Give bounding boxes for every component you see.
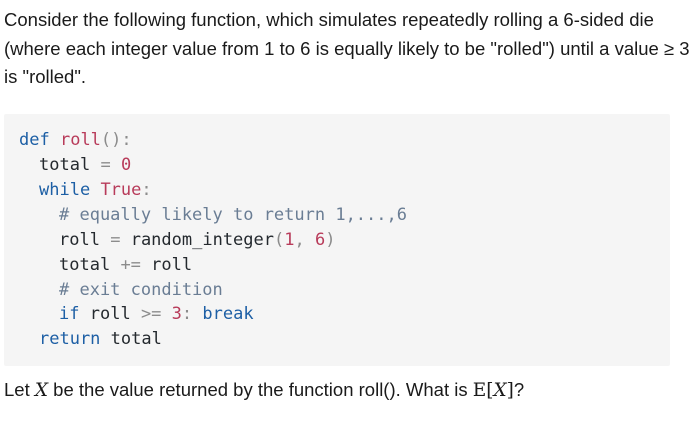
comment-exit-condition: # exit condition bbox=[59, 280, 223, 300]
math-open-bracket: [ bbox=[486, 380, 494, 401]
var-total: total bbox=[110, 329, 162, 349]
code-line-6: total += roll bbox=[59, 253, 192, 277]
var-roll: roll bbox=[89, 304, 131, 324]
var-roll: roll bbox=[151, 255, 193, 275]
code-line-5: roll = random_integer(1, 6) bbox=[59, 228, 336, 252]
var-total: total bbox=[39, 155, 91, 175]
colon: : bbox=[141, 180, 152, 200]
arg-one: 1 bbox=[284, 230, 295, 250]
problem-intro: Consider the following function, which s… bbox=[4, 9, 690, 87]
operator-assign: = bbox=[110, 230, 121, 250]
comment-equally-likely: # equally likely to return 1,...,6 bbox=[59, 205, 407, 225]
code-block: def roll(): total = 0 while True: # equa… bbox=[4, 114, 670, 366]
math-var-x-2: X bbox=[493, 380, 507, 401]
math-var-x: X bbox=[34, 380, 49, 401]
number-three: 3 bbox=[171, 304, 182, 324]
question-text: Let X be the value returned by the funct… bbox=[4, 376, 524, 405]
keyword-return: return bbox=[39, 329, 101, 349]
question-middle: be the value returned by the function ro… bbox=[48, 379, 473, 400]
math-expectation: E bbox=[472, 380, 487, 401]
call-random-integer: random_integer bbox=[130, 230, 274, 250]
comma: , bbox=[294, 230, 305, 250]
keyword-break: break bbox=[202, 304, 254, 324]
code-line-9: return total bbox=[39, 327, 162, 351]
colon: : bbox=[181, 304, 193, 324]
var-roll: roll bbox=[59, 230, 100, 250]
function-name: roll bbox=[59, 130, 101, 150]
code-line-1: def roll(): bbox=[19, 128, 132, 152]
code-line-3: while True: bbox=[39, 178, 152, 202]
function-parens: (): bbox=[100, 130, 132, 150]
keyword-if: if bbox=[59, 304, 80, 324]
code-line-8: if roll >= 3: break bbox=[59, 302, 254, 326]
paren-open: ( bbox=[274, 230, 285, 250]
code-line-4: # equally likely to return 1,...,6 bbox=[59, 203, 407, 227]
number-zero: 0 bbox=[120, 155, 132, 175]
constant-true: True bbox=[100, 180, 142, 200]
operator-plus-assign: += bbox=[120, 255, 141, 275]
math-close-bracket: ] bbox=[506, 380, 514, 401]
keyword-def: def bbox=[19, 130, 50, 150]
code-line-7: # exit condition bbox=[59, 278, 223, 302]
paren-close: ) bbox=[325, 230, 336, 250]
var-total: total bbox=[59, 255, 111, 275]
arg-six: 6 bbox=[315, 230, 326, 250]
operator-assign: = bbox=[100, 155, 111, 175]
operator-gte: >= bbox=[140, 304, 162, 324]
question-before: Let bbox=[4, 379, 35, 400]
keyword-while: while bbox=[39, 180, 91, 200]
code-line-2: total = 0 bbox=[39, 153, 131, 177]
question-end: ? bbox=[513, 379, 525, 400]
